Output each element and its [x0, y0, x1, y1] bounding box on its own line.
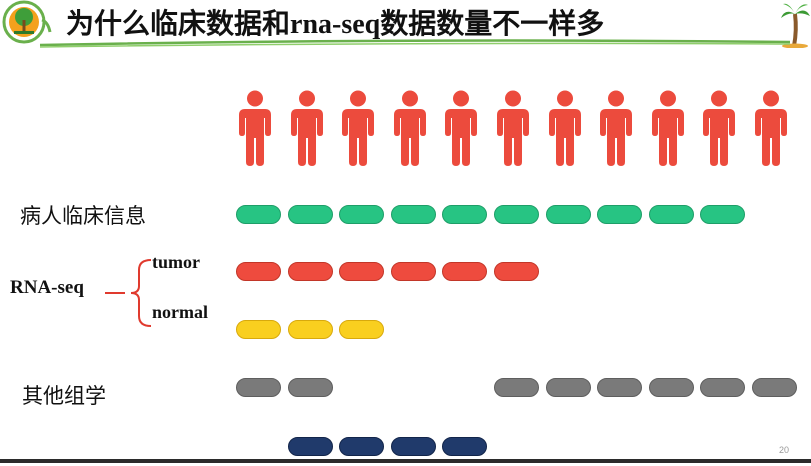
page-title: 为什么临床数据和rna-seq数据数量不一样多 — [66, 7, 605, 40]
person-icon — [494, 90, 532, 166]
clinical-sample-pill — [390, 205, 436, 224]
normal-sample-pill — [236, 320, 281, 339]
person-icon — [752, 90, 790, 166]
tumor-label: tumor — [152, 252, 200, 272]
omics-sample-pill — [700, 378, 746, 397]
omics-sample-pill — [648, 378, 694, 397]
person-icon — [700, 90, 738, 166]
title-underline-swoosh — [39, 39, 791, 48]
navy-sample-pill — [390, 437, 436, 456]
tumor-sample-pill — [339, 262, 385, 281]
tumor-sample-pill — [442, 262, 488, 281]
person-icon — [236, 90, 274, 166]
normal-sample-pill — [287, 320, 333, 339]
clinical-sample-pill — [700, 205, 746, 224]
normal-label: normal — [152, 302, 208, 322]
tumor-sample-pill — [390, 262, 436, 281]
navy-sample-pill — [287, 437, 333, 456]
person-icon — [339, 90, 377, 166]
omics-sample-pill — [752, 378, 797, 397]
clinical-sample-pill — [597, 205, 643, 224]
clinical-sample-pill — [648, 205, 694, 224]
clinical-sample-pill — [339, 205, 385, 224]
person-icon — [649, 90, 687, 166]
tumor-sample-pill — [494, 262, 539, 281]
omics-sample-pill — [287, 378, 333, 397]
clinical-sample-pill — [236, 205, 281, 224]
logo-tree-icon — [2, 0, 52, 44]
palm-tree-icon — [781, 3, 810, 48]
clinical-sample-pill — [442, 205, 488, 224]
omics-sample-pill — [597, 378, 643, 397]
omics-sample-pill — [545, 378, 591, 397]
tumor-sample-pill — [236, 262, 281, 281]
rnaseq-brace — [105, 259, 152, 327]
person-icon — [391, 90, 429, 166]
navy-sample-pill — [339, 437, 385, 456]
other-omics-label: 其他组学 — [22, 384, 106, 408]
person-icon — [597, 90, 635, 166]
patients-row — [236, 90, 811, 168]
bottom-border — [0, 459, 811, 463]
omics-sample-pill — [236, 378, 281, 397]
normal-sample-pill — [339, 320, 385, 339]
navy-sample-pill — [442, 437, 488, 456]
omics-sample-pill — [494, 378, 539, 397]
page-number: 20 — [779, 445, 790, 455]
person-icon — [288, 90, 326, 166]
rnaseq-label: RNA-seq — [10, 277, 84, 298]
clinical-sample-pill — [494, 205, 539, 224]
person-icon — [442, 90, 480, 166]
tumor-sample-pill — [287, 262, 333, 281]
person-icon — [546, 90, 584, 166]
clinical-sample-pill — [287, 205, 333, 224]
clinical-label: 病人临床信息 — [20, 204, 146, 228]
clinical-sample-pill — [545, 205, 591, 224]
